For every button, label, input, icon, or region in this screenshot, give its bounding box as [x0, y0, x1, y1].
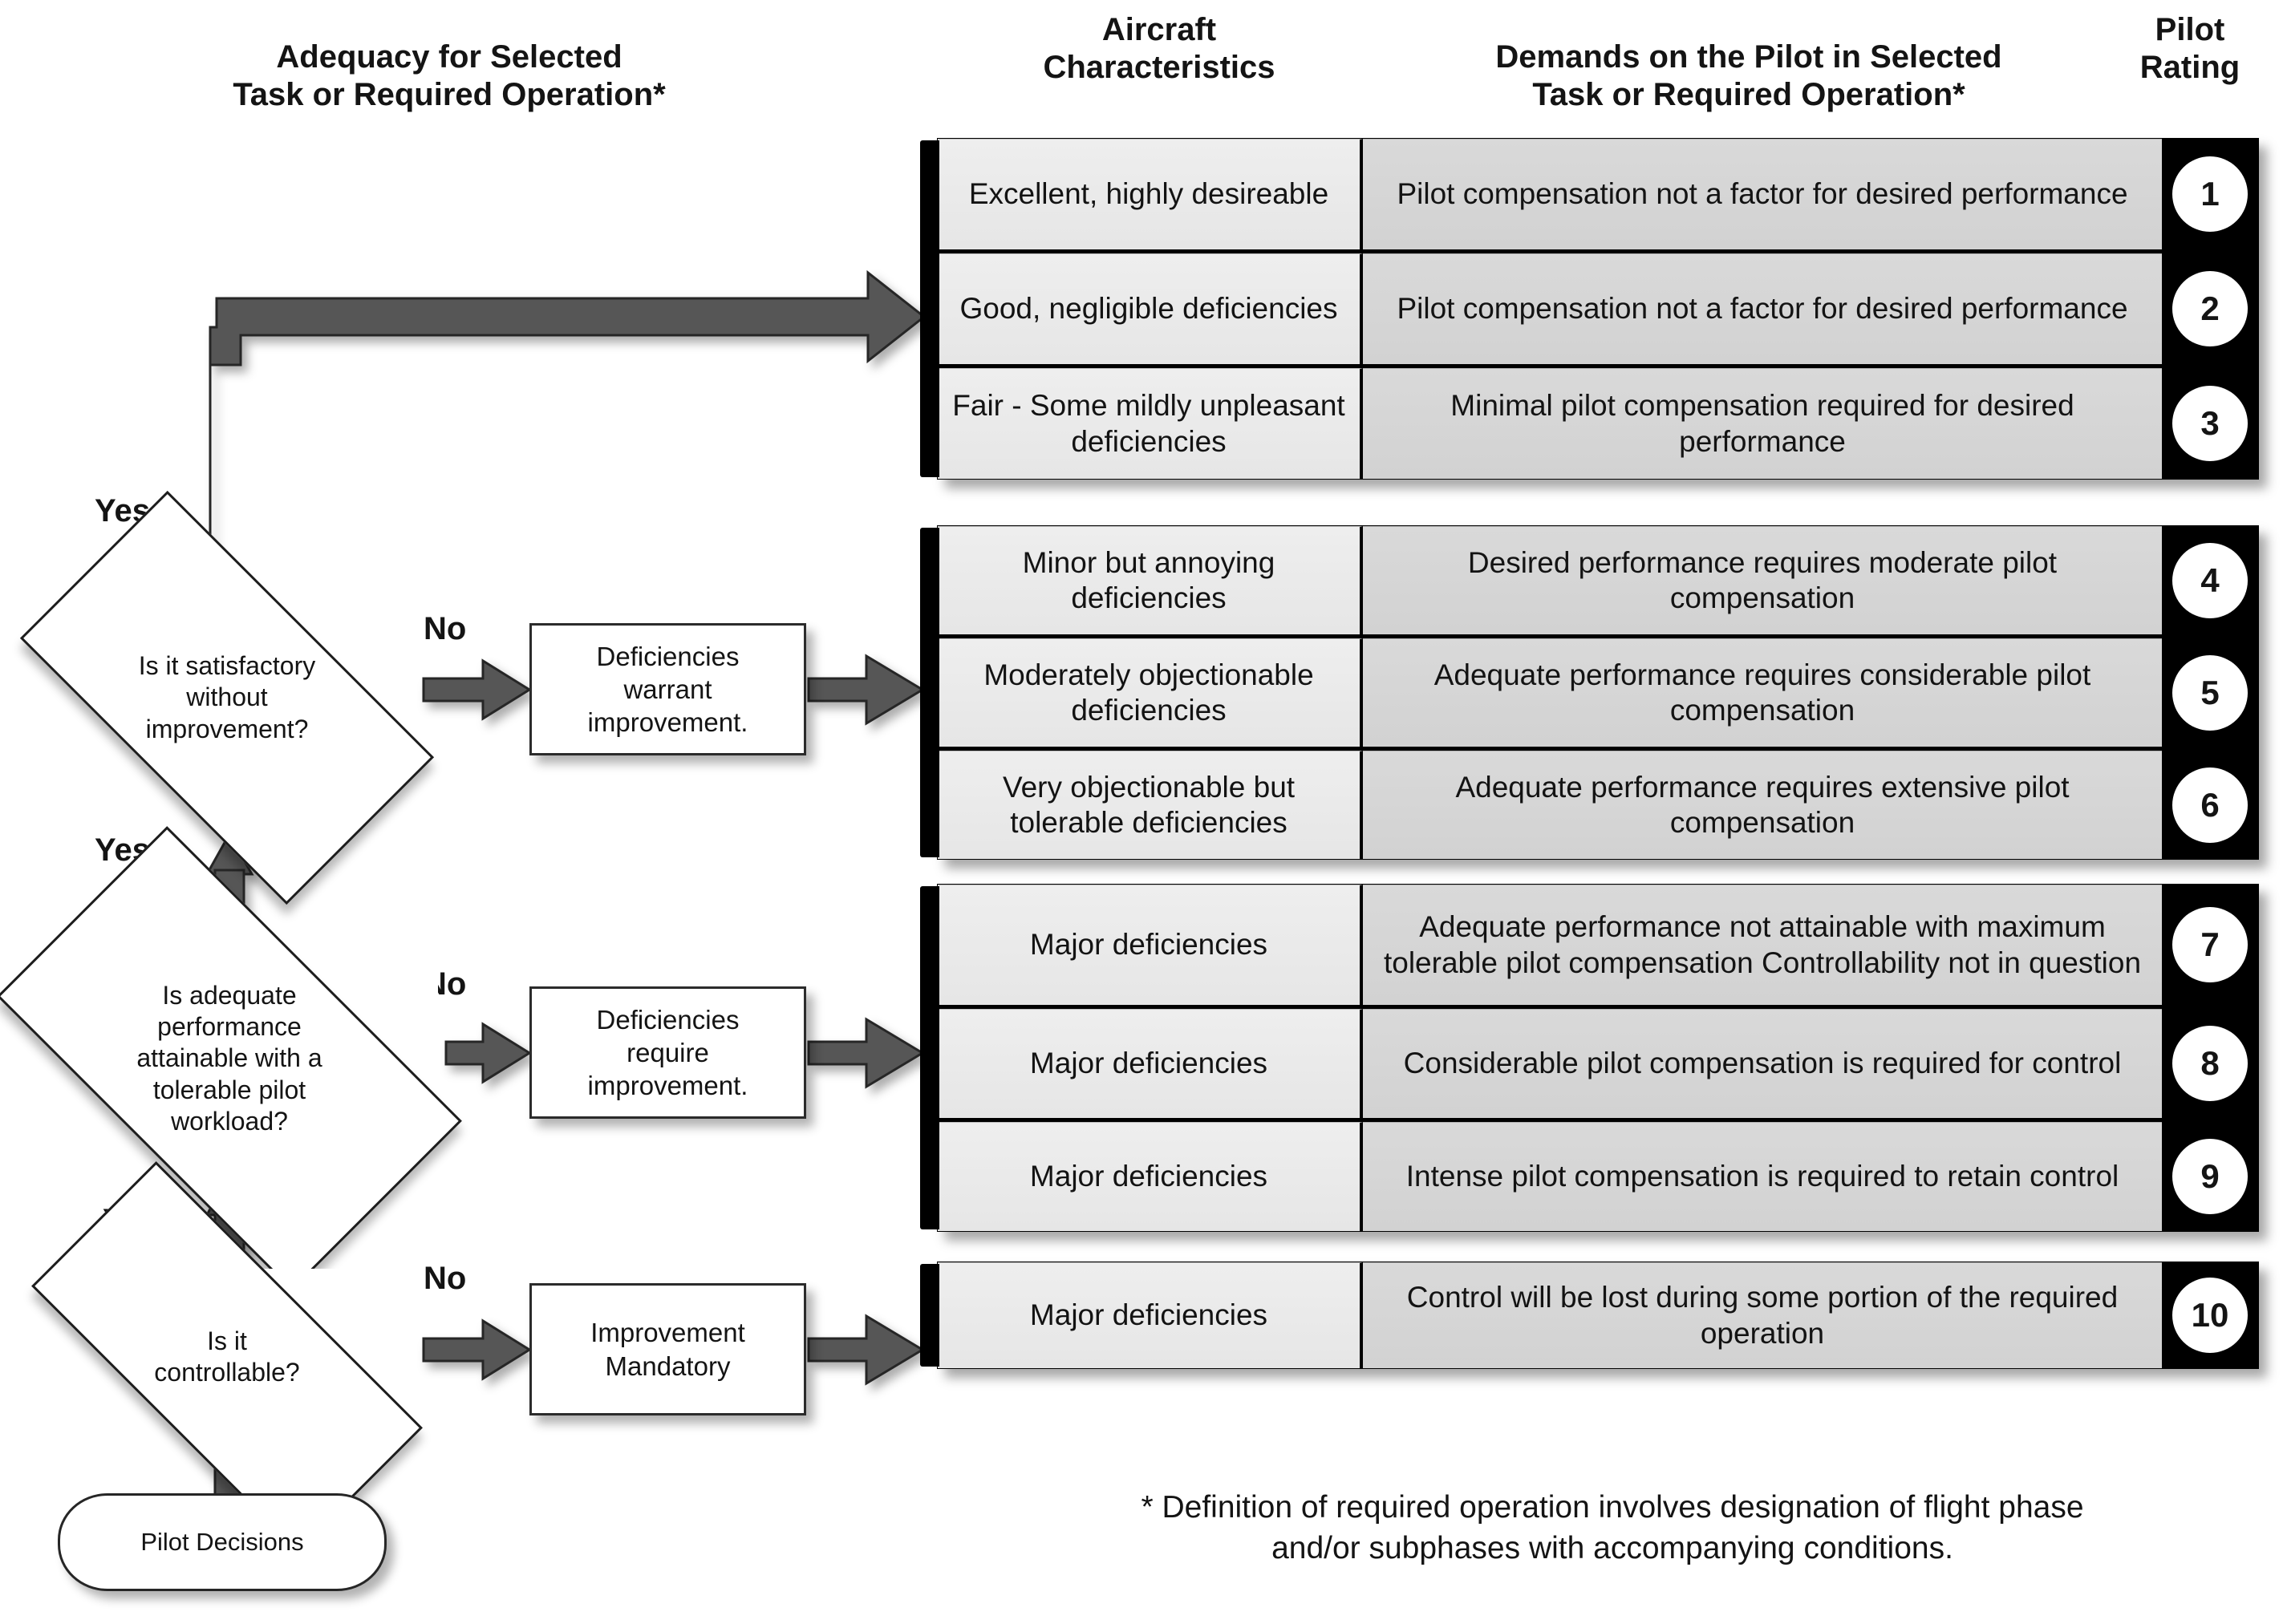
- rating-group-deficiencies-require-improvement: Major deficiencies Adequate performance …: [920, 884, 2259, 1232]
- connector-no1-to-box1: [422, 658, 532, 721]
- rating-badge: 1: [2172, 156, 2248, 232]
- process-improvement-mandatory[interactable]: Improvement Mandatory: [529, 1283, 806, 1415]
- rating-badge: 8: [2172, 1026, 2248, 1101]
- cell-aircraft-characteristic: Excellent, highly desireable: [938, 139, 1363, 249]
- decision-label: Is adequate performance attainable with …: [136, 981, 322, 1136]
- column-header-adequacy: Adequacy for Selected Task or Required O…: [233, 39, 666, 113]
- process-deficiencies-warrant-improvement[interactable]: Deficiencies warrant improvement.: [529, 623, 806, 755]
- cell-aircraft-characteristic: Fair - Some mildly unpleasant deficienci…: [938, 368, 1363, 479]
- cell-pilot-demand: Desired performance requires moderate pi…: [1363, 526, 2162, 634]
- cell-pilot-rating: 6: [2162, 751, 2258, 859]
- cell-aircraft-characteristic: Major deficiencies: [938, 1262, 1363, 1368]
- table-row[interactable]: Fair - Some mildly unpleasant deficienci…: [938, 368, 2258, 479]
- cell-aircraft-characteristic: Major deficiencies: [938, 1009, 1363, 1118]
- connector-no3-to-box3: [422, 1318, 532, 1381]
- connector-box3-to-group-d: [807, 1314, 925, 1386]
- rating-badge: 9: [2172, 1139, 2248, 1214]
- process-deficiencies-require-improvement[interactable]: Deficiencies require improvement.: [529, 986, 806, 1119]
- column-header-pilot-rating: Pilot Rating: [2139, 12, 2240, 86]
- cell-pilot-demand: Considerable pilot compensation is requi…: [1363, 1009, 2162, 1118]
- cell-pilot-rating: 2: [2162, 253, 2258, 364]
- table-row[interactable]: Major deficiencies Adequate performance …: [938, 885, 2258, 1009]
- rating-group-improvement-mandatory: Major deficiencies Control will be lost …: [920, 1262, 2259, 1369]
- decision-is-it-satisfactory[interactable]: Is it satisfactory without improvement?: [19, 490, 435, 905]
- edge-label-no-1: No: [424, 611, 467, 646]
- cell-pilot-demand: Adequate performance requires considerab…: [1363, 638, 2162, 747]
- table-row[interactable]: Very objectionable but tolerable deficie…: [938, 751, 2258, 859]
- cell-aircraft-characteristic: Moderately objectionable deficiencies: [938, 638, 1363, 747]
- cell-aircraft-characteristic: Very objectionable but tolerable deficie…: [938, 751, 1363, 859]
- rating-badge: 5: [2172, 654, 2248, 731]
- table-row[interactable]: Excellent, highly desireable Pilot compe…: [938, 139, 2258, 253]
- cell-pilot-demand: Adequate performance not attainable with…: [1363, 885, 2162, 1005]
- cell-pilot-rating: 10: [2162, 1262, 2258, 1368]
- cell-aircraft-characteristic: Good, negligible deficiencies: [938, 253, 1363, 364]
- cell-pilot-rating: 9: [2162, 1122, 2258, 1231]
- cell-pilot-demand: Adequate performance requires extensive …: [1363, 751, 2162, 859]
- cell-aircraft-characteristic: Minor but annoying deficiencies: [938, 526, 1363, 634]
- connector-box1-to-group-b: [807, 654, 925, 726]
- cell-pilot-demand: Minimal pilot compensation required for …: [1363, 368, 2162, 479]
- cell-pilot-demand: Pilot compensation not a factor for desi…: [1363, 253, 2162, 364]
- cell-pilot-rating: 1: [2162, 139, 2258, 249]
- decision-is-it-controllable[interactable]: Is it controllable?: [31, 1161, 423, 1553]
- footnote-required-operation: * Definition of required operation invol…: [1141, 1490, 2084, 1565]
- cell-aircraft-characteristic: Major deficiencies: [938, 885, 1363, 1005]
- decision-label: Is it satisfactory without improvement?: [138, 651, 316, 743]
- rating-badge: 2: [2172, 271, 2248, 346]
- cell-pilot-rating: 4: [2162, 526, 2258, 634]
- cell-pilot-rating: 8: [2162, 1009, 2258, 1118]
- cell-pilot-demand: Intense pilot compensation is required t…: [1363, 1122, 2162, 1231]
- terminal-pilot-decisions[interactable]: Pilot Decisions: [58, 1493, 387, 1591]
- cell-aircraft-characteristic: Major deficiencies: [938, 1122, 1363, 1231]
- decision-is-adequate-performance-attainable[interactable]: Is adequate performance attainable with …: [0, 826, 462, 1291]
- column-header-aircraft-characteristics: Aircraft Characteristics: [1043, 12, 1275, 86]
- rating-badge: 4: [2172, 542, 2248, 618]
- edge-label-no-3: No: [424, 1261, 467, 1296]
- rating-badge: 7: [2172, 907, 2248, 982]
- table-row[interactable]: Good, negligible deficiencies Pilot comp…: [938, 253, 2258, 368]
- cell-pilot-rating: 5: [2162, 638, 2258, 747]
- table-row[interactable]: Minor but annoying deficiencies Desired …: [938, 526, 2258, 638]
- rating-group-satisfactory: Excellent, highly desireable Pilot compe…: [920, 138, 2259, 480]
- table-row[interactable]: Major deficiencies Considerable pilot co…: [938, 1009, 2258, 1122]
- connector-box2-to-group-c: [807, 1017, 925, 1089]
- table-row[interactable]: Major deficiencies Control will be lost …: [938, 1262, 2258, 1368]
- connector-yes1-to-group-a: [209, 269, 927, 597]
- rating-group-deficiencies-warrant-improvement: Minor but annoying deficiencies Desired …: [920, 525, 2259, 860]
- rating-badge: 3: [2172, 386, 2248, 461]
- cell-pilot-rating: 7: [2162, 885, 2258, 1005]
- table-row[interactable]: Moderately objectionable deficiencies Ad…: [938, 638, 2258, 751]
- table-row[interactable]: Major deficiencies Intense pilot compens…: [938, 1122, 2258, 1231]
- decision-label: Is it controllable?: [154, 1326, 300, 1387]
- cell-pilot-rating: 3: [2162, 368, 2258, 479]
- rating-badge: 10: [2172, 1278, 2248, 1353]
- rating-badge: 6: [2172, 767, 2248, 843]
- connector-no2-to-box2: [444, 1022, 532, 1084]
- cell-pilot-demand: Pilot compensation not a factor for desi…: [1363, 139, 2162, 249]
- cell-pilot-demand: Control will be lost during some portion…: [1363, 1262, 2162, 1368]
- column-header-demands-on-pilot: Demands on the Pilot in Selected Task or…: [1495, 39, 2002, 113]
